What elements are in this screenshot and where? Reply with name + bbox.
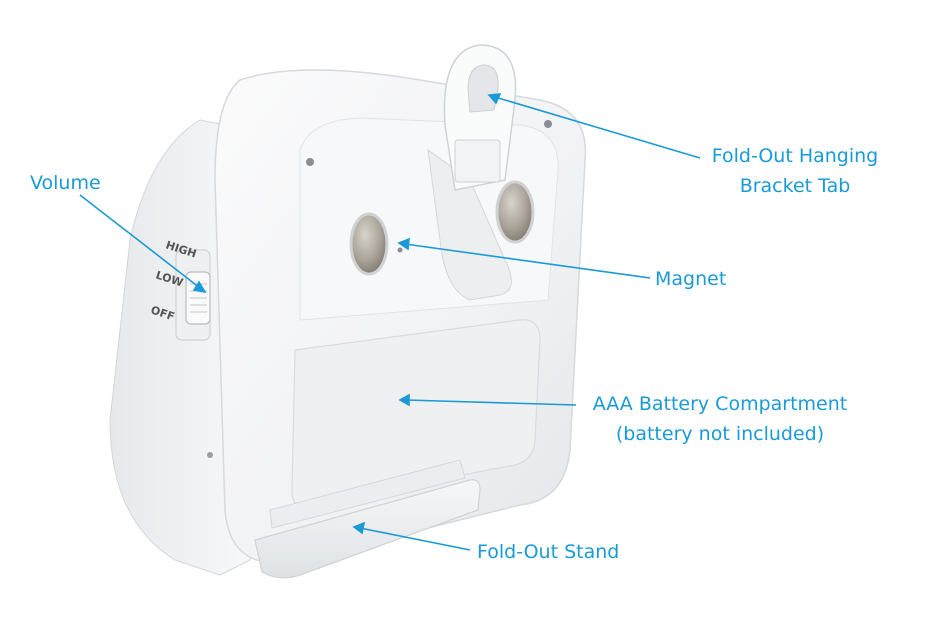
- magnet-right: [495, 180, 535, 244]
- screw-hole: [306, 158, 314, 166]
- bracket-annotation: Fold-Out Hanging Bracket Tab: [700, 141, 890, 201]
- magnet-arrowhead: [397, 237, 410, 251]
- bracket-hinge: [454, 139, 501, 183]
- magnet-left: [349, 212, 389, 276]
- battery-arrowhead: [398, 393, 410, 407]
- bracket-slot: [427, 148, 512, 301]
- volume-callout-line: [79, 194, 201, 289]
- stand-annotation: Fold-Out Stand: [477, 541, 620, 563]
- bracket-arrowhead: [487, 93, 502, 105]
- screw-hole: [544, 120, 552, 128]
- stand-hinge: [269, 459, 466, 529]
- bracket-annotation-line1: Fold-Out Hanging: [711, 145, 879, 167]
- hanging-bracket-hole: [467, 64, 499, 113]
- battery-callout-line: [405, 399, 577, 406]
- battery-compartment-cover: [291, 319, 541, 507]
- screw-hole: [397, 247, 403, 253]
- callout-lines: [79, 93, 701, 551]
- magnet-callout-line: [404, 243, 651, 279]
- stand-arrowhead: [352, 521, 366, 535]
- bracket-annotation-line2: Bracket Tab: [739, 175, 851, 197]
- battery-annotation: AAA Battery Compartment (battery not inc…: [574, 389, 866, 449]
- screw-hole: [207, 452, 213, 458]
- battery-annotation-line2: (battery not included): [615, 423, 825, 445]
- battery-annotation-line1: AAA Battery Compartment: [592, 393, 848, 415]
- magnet-annotation: Magnet: [655, 268, 727, 290]
- stand-callout-line: [359, 527, 471, 551]
- volume-arrowhead: [192, 280, 207, 294]
- volume-annotation: Volume: [30, 172, 101, 194]
- bracket-callout-line: [494, 96, 701, 159]
- device-side-face: [109, 119, 251, 576]
